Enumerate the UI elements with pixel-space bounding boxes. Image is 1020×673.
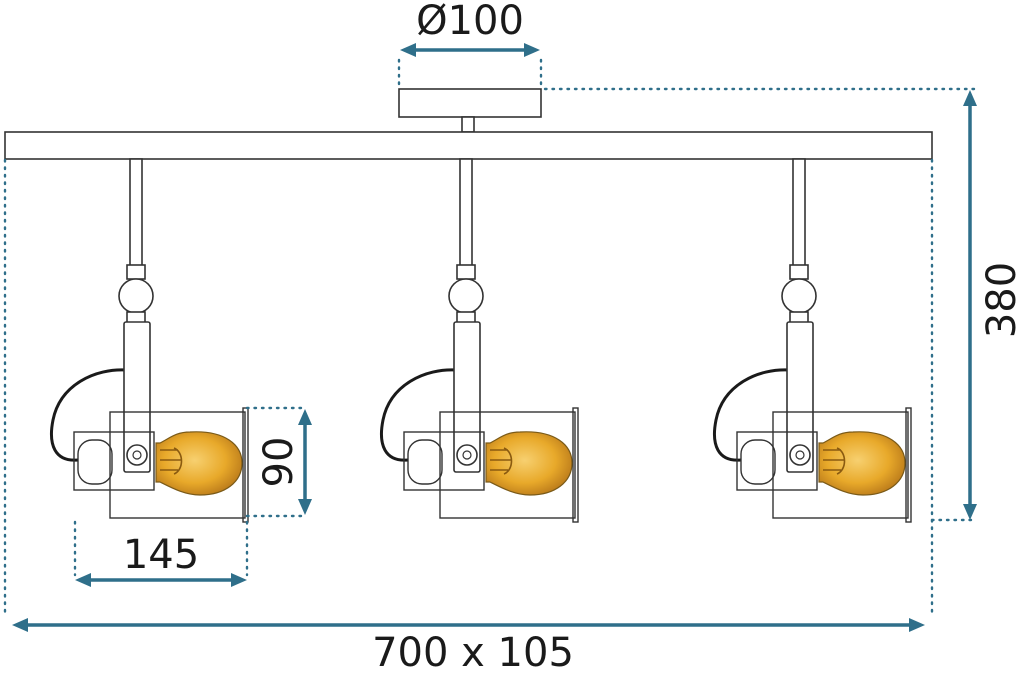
socket-cap xyxy=(77,439,113,485)
dimension-arrow-total-length xyxy=(12,618,925,632)
stem-rod xyxy=(792,158,806,268)
shade-body xyxy=(439,411,576,519)
dimension-arrow-diameter xyxy=(400,43,540,57)
bulb-filament xyxy=(160,447,183,475)
swivel-arm xyxy=(786,321,814,473)
ball-joint xyxy=(781,278,817,314)
socket-housing xyxy=(73,431,155,491)
ball-joint xyxy=(448,278,484,314)
mounting-bar xyxy=(4,131,933,160)
socket-cap xyxy=(407,439,443,485)
extension-lines xyxy=(3,58,977,614)
bulb-filament xyxy=(490,447,513,475)
stem-collar xyxy=(126,264,146,280)
stem-rod xyxy=(129,158,143,268)
swivel-arm xyxy=(123,321,151,473)
pivot-knob xyxy=(456,444,478,466)
total-length-label: 700 x 105 xyxy=(372,630,574,673)
socket-housing xyxy=(403,431,485,491)
socket-cap xyxy=(740,439,776,485)
light-bulb xyxy=(155,431,243,496)
shade-length-label: 145 xyxy=(123,532,199,578)
canopy-diameter-label: Ø100 xyxy=(416,0,524,44)
power-cable xyxy=(49,368,128,462)
power-cable xyxy=(379,368,458,462)
ball-joint xyxy=(118,278,154,314)
swivel-arm xyxy=(453,321,481,473)
dimension-arrow-shade-length xyxy=(75,573,247,587)
light-bulb xyxy=(818,431,906,496)
pivot-knob xyxy=(126,444,148,466)
socket-housing xyxy=(736,431,818,491)
light-bulb xyxy=(485,431,573,496)
stem-collar xyxy=(456,264,476,280)
shade-height-label: 90 xyxy=(256,437,302,488)
spotlight-2 xyxy=(379,158,579,523)
pivot-screw xyxy=(462,450,472,460)
pivot-knob xyxy=(789,444,811,466)
ceiling-canopy xyxy=(398,88,542,133)
stem-collar xyxy=(789,264,809,280)
stem-rod xyxy=(459,158,473,268)
bulb-filament xyxy=(823,447,846,475)
spotlight-1 xyxy=(49,158,249,523)
spotlight-3 xyxy=(712,158,912,523)
height-label: 380 xyxy=(979,262,1020,338)
shade-body xyxy=(109,411,246,519)
shade-rim xyxy=(242,407,249,523)
power-cable xyxy=(712,368,791,462)
shade-body xyxy=(772,411,909,519)
dimension-arrow-height xyxy=(963,90,977,520)
shade-rim xyxy=(905,407,912,523)
dimension-arrow-shade-height xyxy=(298,409,312,515)
shade-rim xyxy=(572,407,579,523)
pivot-screw xyxy=(795,450,805,460)
pivot-screw xyxy=(132,450,142,460)
